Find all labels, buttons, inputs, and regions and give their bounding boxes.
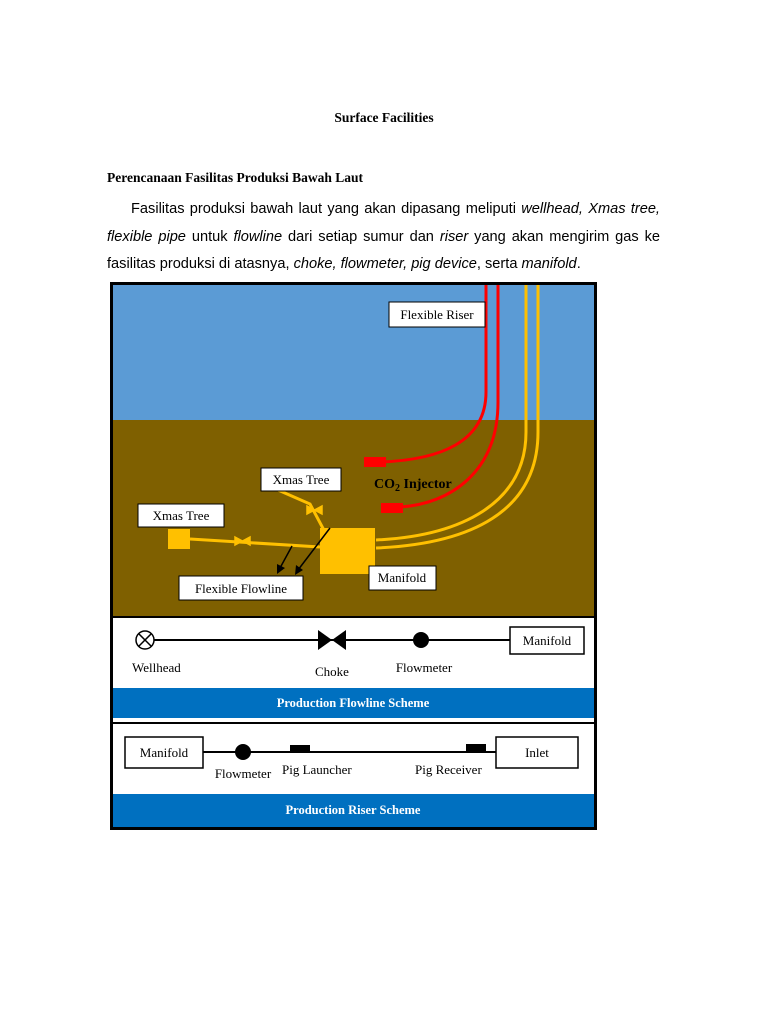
wellhead-cross bbox=[138, 633, 152, 647]
red-riser-pipes bbox=[379, 285, 500, 509]
riser-flowmeter-label: Flowmeter bbox=[215, 766, 272, 781]
subsea-facilities-figure: Flexible Riser Xmas Tree Xmas Tree Flexi… bbox=[110, 282, 597, 830]
sea-area bbox=[113, 285, 594, 420]
flexible-flowline-pipes bbox=[189, 488, 328, 549]
italic-term: flowline bbox=[233, 228, 283, 245]
choke-label: Choke bbox=[315, 664, 349, 679]
arrow-head-icon bbox=[295, 565, 303, 575]
wellhead-label: Wellhead bbox=[132, 660, 181, 675]
manifold-node-box bbox=[124, 736, 204, 769]
flowmeter-icon bbox=[413, 632, 429, 648]
italic-term: choke, flowmeter, pig device bbox=[293, 256, 477, 272]
manifold-node-box bbox=[509, 626, 585, 655]
riser-scheme-banner bbox=[113, 794, 594, 827]
flowline-scheme-title: Production Flowline Scheme bbox=[277, 696, 430, 710]
label-xmas-tree-left: Xmas Tree bbox=[153, 508, 210, 523]
pig-receiver-icon bbox=[466, 744, 486, 753]
paragraph-run: Fasilitas produksi bawah laut yang akan … bbox=[131, 201, 522, 217]
pig-launcher-icon bbox=[290, 745, 310, 753]
label-co2-injector: CO2 Injector bbox=[374, 477, 452, 494]
label-box-manifold bbox=[368, 565, 437, 591]
valve-icon bbox=[234, 535, 251, 547]
pig-receiver-label: Pig Receiver bbox=[415, 762, 482, 777]
italic-term: riser bbox=[439, 228, 469, 245]
paragraph-run: , serta bbox=[476, 256, 522, 272]
flowline-scheme-banner bbox=[113, 688, 594, 718]
label-manifold: Manifold bbox=[378, 570, 427, 585]
co2-injector-connector-bottom bbox=[381, 503, 403, 513]
co2-injector-connector-top bbox=[364, 457, 386, 467]
page-title: Surface Facilities bbox=[334, 110, 434, 125]
label-box-xmas-tree-right bbox=[260, 467, 342, 492]
label-flexible-riser: Flexible Riser bbox=[400, 307, 474, 322]
label-box-flexible-flowline bbox=[178, 575, 304, 601]
body-paragraph: Fasilitas produksi bawah laut yang akan … bbox=[107, 196, 660, 279]
paragraph-run: . bbox=[576, 256, 581, 272]
label-box-xmas-tree-left bbox=[137, 503, 225, 528]
flowmeter-icon bbox=[235, 744, 251, 760]
label-flexible-flowline: Flexible Flowline bbox=[195, 581, 287, 596]
arrow-head-icon bbox=[277, 564, 285, 574]
paragraph-run: dari setiap sumur dan bbox=[282, 228, 440, 245]
pig-launcher-label: Pig Launcher bbox=[282, 762, 352, 777]
riser-manifold-label: Manifold bbox=[140, 745, 189, 760]
inlet-node-box bbox=[495, 736, 579, 769]
paragraph-text: Fasilitas produksi bawah laut yang akan … bbox=[107, 196, 660, 279]
paragraph-run: yang akan mengirim gas ke fasilitas prod… bbox=[107, 228, 661, 273]
yellow-riser-pipes bbox=[375, 285, 540, 550]
italic-term: wellhead, Xmas tree, flexible pipe bbox=[107, 201, 660, 245]
flowmeter-label: Flowmeter bbox=[396, 660, 453, 675]
section-heading: Perencanaan Fasilitas Produksi Bawah Lau… bbox=[107, 170, 364, 185]
inlet-label: Inlet bbox=[525, 745, 549, 760]
manifold-box bbox=[320, 528, 375, 574]
label-box-flexible-riser bbox=[388, 301, 486, 328]
flowline-arrows bbox=[279, 527, 331, 571]
paragraph-run: untuk bbox=[185, 228, 234, 245]
flowline-manifold-label: Manifold bbox=[523, 633, 572, 648]
xmas-tree-box bbox=[168, 529, 190, 549]
label-xmas-tree-right: Xmas Tree bbox=[273, 472, 330, 487]
valve-icon bbox=[306, 504, 323, 516]
italic-term: manifold bbox=[521, 256, 577, 272]
riser-scheme-title: Production Riser Scheme bbox=[286, 803, 421, 817]
choke-valve-icon bbox=[318, 630, 346, 650]
